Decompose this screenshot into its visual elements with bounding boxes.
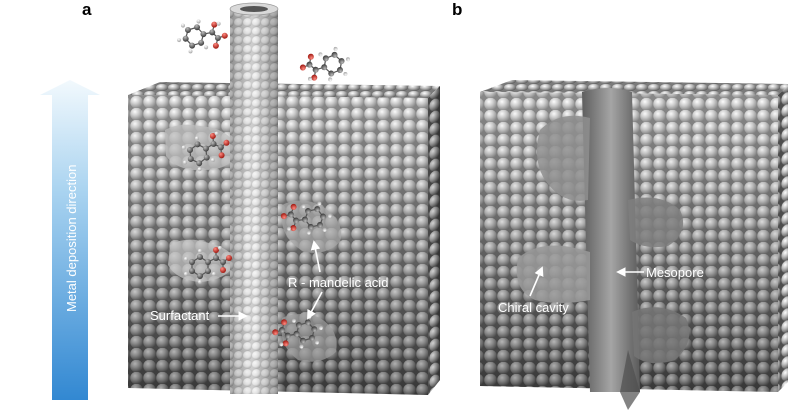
panel-b-letter: b: [452, 0, 462, 19]
chiral-cavity-label: Chiral cavity: [498, 300, 569, 315]
mandelic-acid-molecule: [297, 40, 353, 88]
chiral-cavity-annotation: Chiral cavity: [498, 266, 569, 315]
surfactant-label: Surfactant: [150, 308, 210, 323]
deposition-direction-arrow: Metal deposition direction: [40, 80, 100, 400]
mesopore-channel: [582, 88, 640, 392]
mesopore-label: Mesopore: [646, 265, 704, 280]
mesopore-annotation: Mesopore: [616, 265, 704, 280]
mandelic-acid-label: R - mandelic acid: [288, 275, 388, 290]
chiral-cavity-region: [536, 115, 590, 201]
mandelic-acid-annotation: R - mandelic acid: [288, 240, 388, 320]
surfactant-annotation: Surfactant: [150, 308, 248, 323]
mandelic-acid-molecule: [173, 11, 232, 63]
deposition-arrow-shape: [40, 80, 100, 400]
surfactant-tube: [229, 2, 279, 394]
panel-a-letter: a: [82, 0, 92, 19]
deposition-direction-label: Metal deposition direction: [64, 165, 79, 312]
panel-a-metal-block: [128, 82, 440, 395]
panel-b-metal-block: [480, 80, 788, 410]
